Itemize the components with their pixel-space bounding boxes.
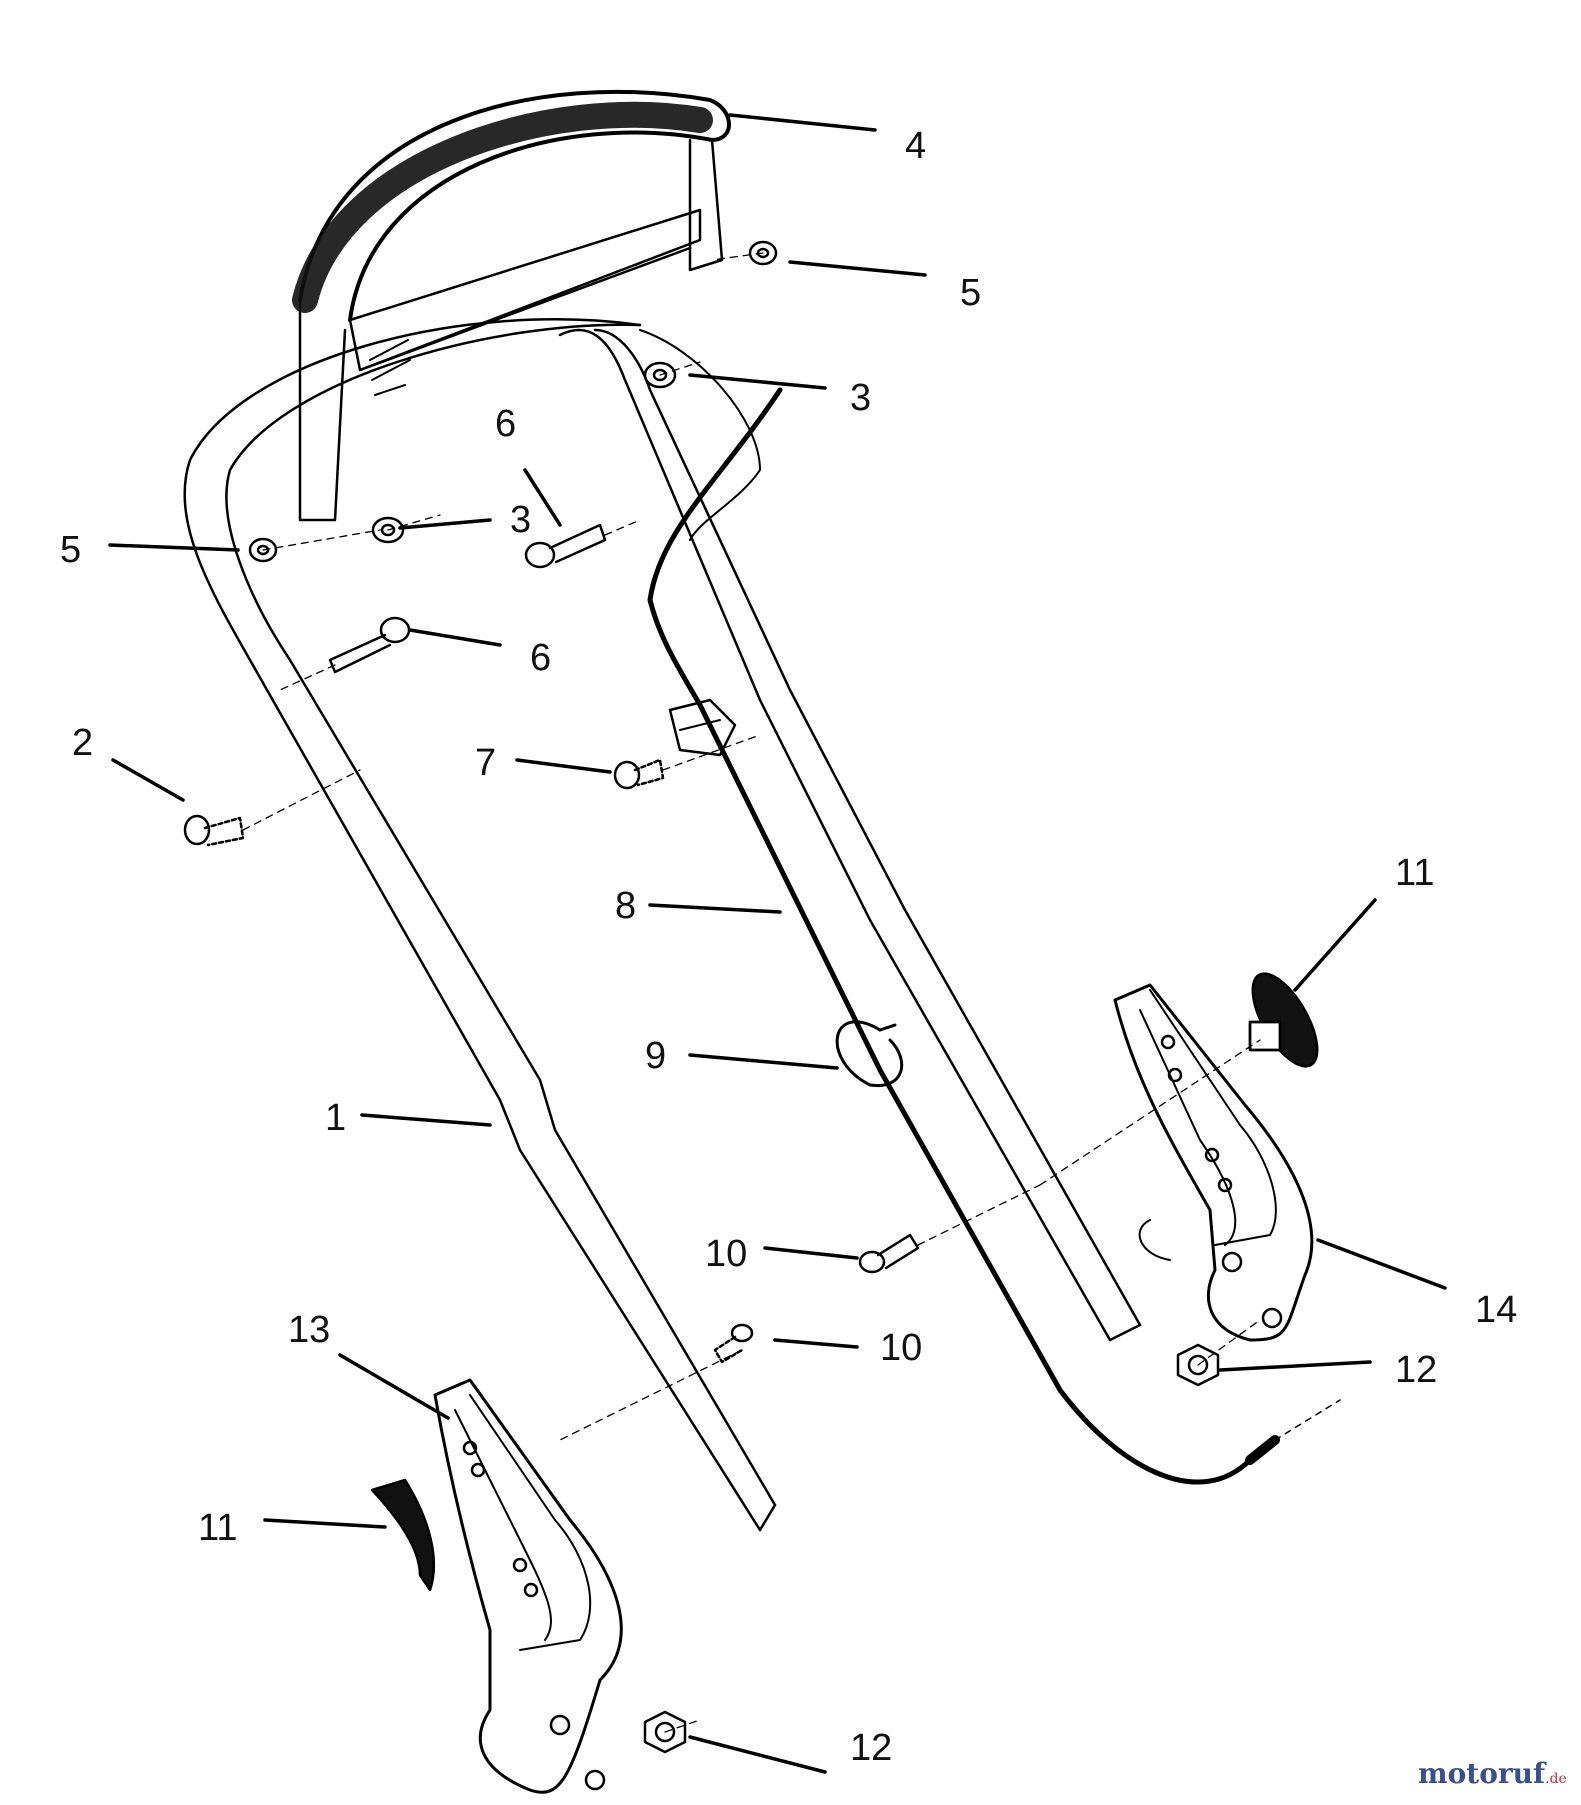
bolt-middle bbox=[328, 616, 411, 674]
lower-handle bbox=[183, 318, 1142, 1532]
leader-lines bbox=[108, 113, 1447, 1774]
watermark-tld: .de bbox=[1545, 1771, 1567, 1787]
screw-left bbox=[183, 814, 245, 847]
callout-5: 5 bbox=[60, 529, 81, 571]
watermark-logo: motoruf.de bbox=[1418, 1757, 1567, 1790]
cable-tie bbox=[835, 1020, 904, 1087]
bracket-left bbox=[433, 1378, 623, 1794]
callout-5: 5 bbox=[960, 272, 981, 314]
screw-guide bbox=[613, 758, 665, 790]
assembly-lines bbox=[242, 252, 1261, 1733]
callout-6: 6 bbox=[530, 637, 551, 679]
callout-8: 8 bbox=[615, 885, 636, 927]
washer-upper-right bbox=[748, 240, 778, 266]
control-cable bbox=[647, 387, 1341, 1485]
nut-lower bbox=[643, 1710, 687, 1754]
nut-right bbox=[1176, 1343, 1220, 1387]
knob-left bbox=[370, 1478, 436, 1592]
callout-4: 4 bbox=[905, 125, 926, 167]
bolt-upper bbox=[524, 523, 607, 569]
callout-3: 3 bbox=[850, 377, 871, 419]
callout-12: 12 bbox=[850, 1727, 892, 1769]
callout-1: 1 bbox=[325, 1097, 346, 1139]
callout-10: 10 bbox=[880, 1327, 922, 1369]
callout-11: 11 bbox=[198, 1507, 237, 1549]
callout-labels: 4 5 3 6 5 3 6 2 7 8 11 9 1 10 14 13 10 1… bbox=[60, 125, 1517, 1769]
knob-right bbox=[1248, 972, 1319, 1068]
callout-7: 7 bbox=[475, 742, 496, 784]
callout-11: 11 bbox=[1395, 852, 1434, 894]
callout-9: 9 bbox=[645, 1035, 666, 1077]
bolt-lower-b bbox=[713, 1323, 754, 1364]
callout-3: 3 bbox=[510, 499, 531, 541]
callout-13: 13 bbox=[288, 1309, 330, 1351]
callout-2: 2 bbox=[72, 722, 93, 764]
upper-handle bbox=[292, 89, 731, 522]
washer-upper bbox=[643, 361, 677, 389]
washer-left-a bbox=[248, 537, 278, 563]
callout-12: 12 bbox=[1395, 1349, 1437, 1391]
bolt-lower-a bbox=[858, 1233, 920, 1274]
washer-left-b bbox=[371, 516, 405, 544]
watermark-main: motoruf bbox=[1418, 1757, 1546, 1790]
cable-guide bbox=[668, 698, 737, 757]
callout-10: 10 bbox=[705, 1233, 747, 1275]
callout-6: 6 bbox=[495, 403, 516, 445]
callout-14: 14 bbox=[1475, 1289, 1517, 1331]
bracket-right bbox=[1113, 983, 1314, 1342]
